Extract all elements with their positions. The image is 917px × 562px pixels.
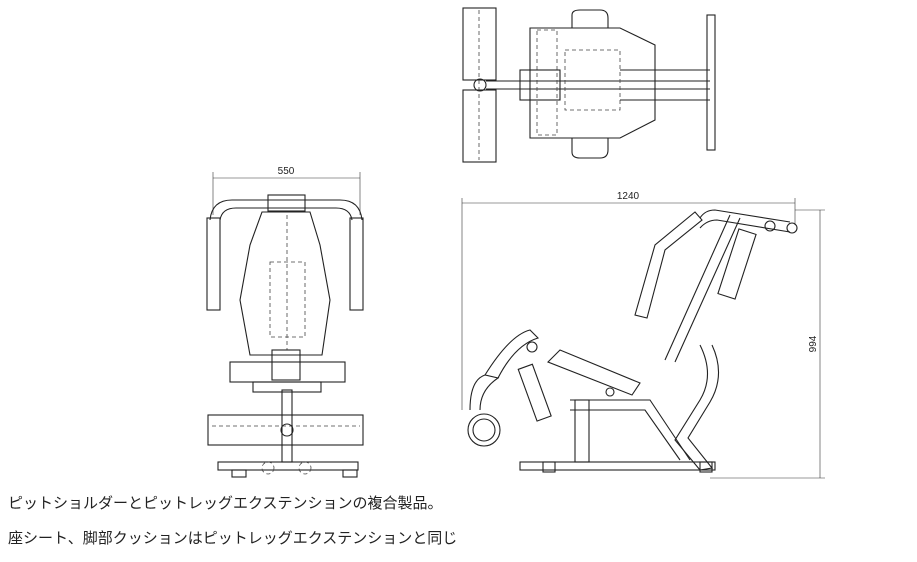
width-dimension: 550 (278, 166, 295, 177)
side-view: 1240 994 (461, 191, 825, 479)
front-view: 550 (206, 166, 364, 478)
caption-line-1: ピットショルダーとピットレッグエクステンションの複合製品。 (8, 494, 443, 512)
top-view (462, 7, 716, 163)
length-dimension: 1240 (617, 191, 640, 202)
height-dimension: 994 (808, 335, 819, 352)
caption-line-2: 座シート、脚部クッションはピットレッグエクステンションと同じ (8, 529, 458, 547)
